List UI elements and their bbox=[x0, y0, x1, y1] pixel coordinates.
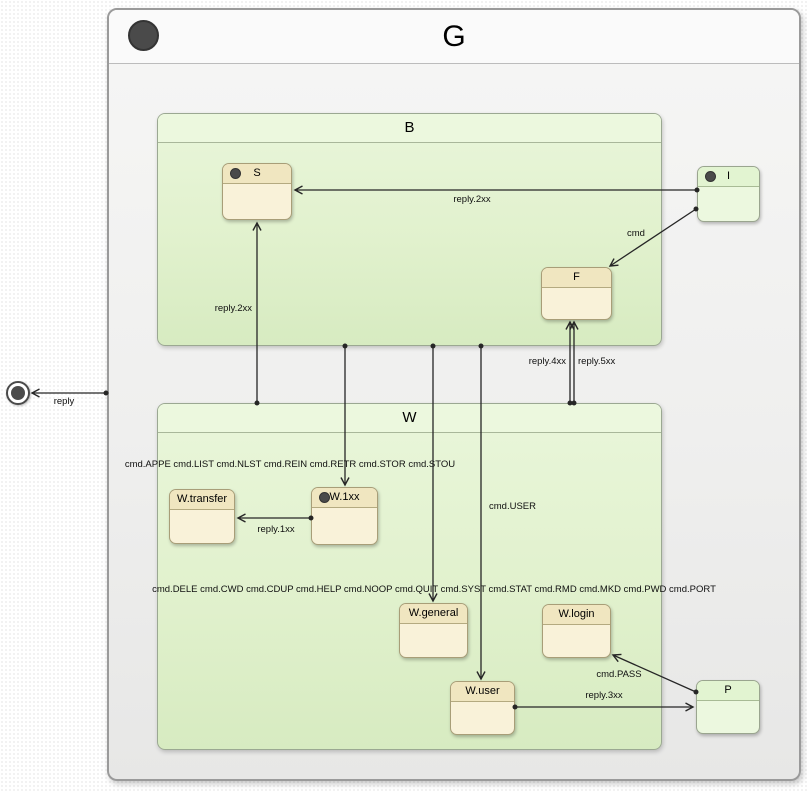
state-w-login[interactable]: W.login bbox=[542, 604, 611, 658]
state-w-general[interactable]: W.general bbox=[399, 603, 468, 658]
state-w[interactable]: W bbox=[157, 403, 662, 750]
transition-g-to-final[interactable]: reply bbox=[30, 388, 109, 408]
state-s-header: S bbox=[223, 164, 291, 184]
state-w-transfer-header: W.transfer bbox=[170, 490, 234, 510]
state-w-1xx-header: W.1xx bbox=[312, 488, 377, 508]
state-w-1xx[interactable]: W.1xx bbox=[311, 487, 378, 545]
state-dot-icon bbox=[705, 171, 716, 182]
state-i-header: I bbox=[698, 167, 759, 187]
state-w-transfer-title: W.transfer bbox=[176, 493, 228, 505]
state-f-header: F bbox=[542, 268, 611, 288]
state-w-user-header: W.user bbox=[451, 682, 514, 702]
state-w-user-title: W.user bbox=[465, 685, 500, 697]
final-state-node[interactable] bbox=[6, 381, 30, 405]
state-dot-icon bbox=[319, 492, 330, 503]
state-f[interactable]: F bbox=[541, 267, 612, 320]
state-p-title: P bbox=[724, 684, 732, 696]
state-dot-icon bbox=[128, 20, 159, 51]
state-w-login-header: W.login bbox=[543, 605, 610, 625]
state-g-header: G bbox=[109, 10, 799, 64]
state-i-title: I bbox=[726, 170, 731, 182]
state-w-title: W bbox=[158, 404, 661, 433]
state-s[interactable]: S bbox=[222, 163, 292, 220]
state-w-login-title: W.login bbox=[558, 608, 595, 620]
state-f-title: F bbox=[573, 271, 580, 283]
state-s-title: S bbox=[253, 167, 261, 179]
state-p[interactable]: P bbox=[696, 680, 760, 734]
state-w-user[interactable]: W.user bbox=[450, 681, 515, 735]
final-state-inner-dot bbox=[11, 386, 25, 400]
state-w-transfer[interactable]: W.transfer bbox=[169, 489, 235, 544]
state-i[interactable]: I bbox=[697, 166, 760, 222]
state-w-general-header: W.general bbox=[400, 604, 467, 624]
state-dot-icon bbox=[230, 168, 241, 179]
state-g-title: G bbox=[442, 20, 466, 53]
state-w-general-title: W.general bbox=[408, 607, 459, 619]
state-w-1xx-title: W.1xx bbox=[329, 491, 360, 503]
transition-label: reply bbox=[54, 396, 75, 407]
state-b-title: B bbox=[158, 114, 661, 143]
state-p-header: P bbox=[697, 681, 759, 701]
